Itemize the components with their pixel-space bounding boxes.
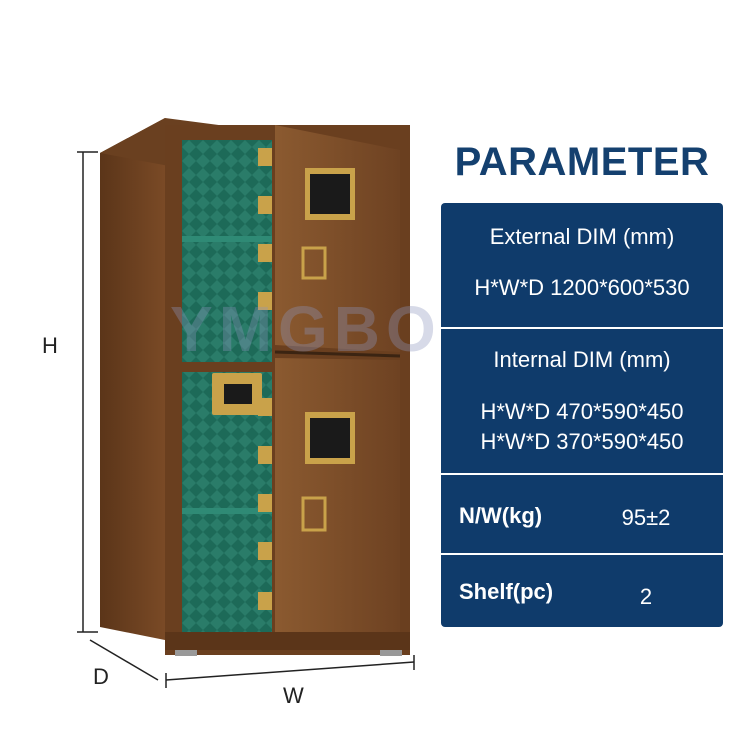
- upper-handle: [301, 246, 327, 280]
- dimension-label-depth: D: [93, 664, 109, 689]
- internal-dim-value-1: H*W*D 470*590*450: [480, 399, 684, 424]
- interior-upper: [182, 140, 272, 362]
- shelf-panel: Shelf(pc) 2: [441, 555, 723, 627]
- dimension-label-height: H: [42, 333, 58, 358]
- weight-panel: N/W(kg) 95±2: [441, 475, 723, 553]
- shelf-lower: [182, 508, 272, 514]
- internal-dim-panel: Internal DIM (mm) H*W*D 470*590*450 H*W*…: [441, 329, 723, 473]
- shelf-upper: [182, 236, 272, 242]
- lower-bolts: [258, 398, 272, 610]
- external-dim-value: H*W*D 1200*600*530: [474, 275, 690, 300]
- watermark-text: YMGBO: [170, 293, 442, 365]
- shelf-label: Shelf(pc): [459, 579, 554, 604]
- lower-door: [275, 358, 400, 648]
- weight-label: N/W(kg): [459, 503, 543, 528]
- weight-value: 95±2: [621, 505, 671, 530]
- dimension-label-width: W: [283, 683, 304, 708]
- dimension-lines: [77, 151, 415, 688]
- safe-side-panel: [100, 118, 165, 640]
- interior-lower: [182, 372, 272, 634]
- internal-dim-value-2: H*W*D 370*590*450: [480, 429, 684, 454]
- inner-drawer-keypad: [224, 384, 252, 404]
- internal-dim-heading: Internal DIM (mm): [493, 347, 671, 372]
- shelf-value: 2: [639, 584, 653, 609]
- safe-base: [165, 632, 410, 650]
- upper-bolts: [258, 148, 272, 310]
- lower-handle: [301, 496, 327, 532]
- external-dim-panel: External DIM (mm) H*W*D 1200*600*530: [441, 203, 723, 327]
- parameter-title: PARAMETER: [454, 140, 710, 184]
- external-dim-heading: External DIM (mm): [489, 224, 675, 249]
